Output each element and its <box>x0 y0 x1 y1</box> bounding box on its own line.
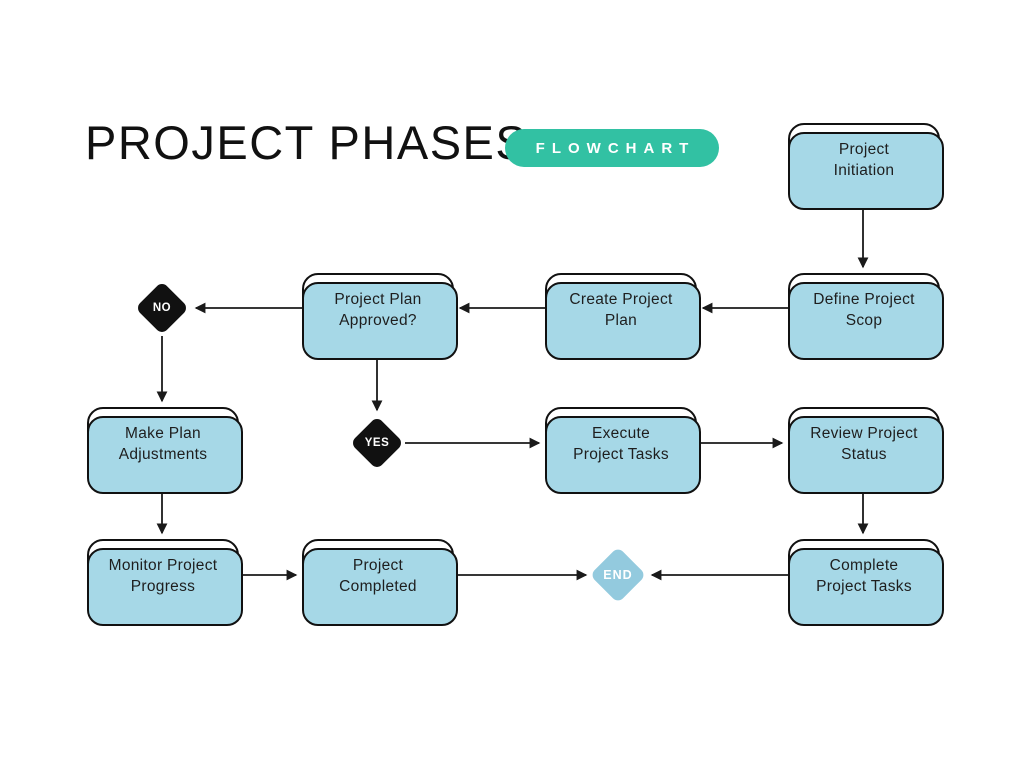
node-project-initiation-label: Project Initiation <box>833 141 895 179</box>
decision-no-label: NO <box>152 302 172 314</box>
flowchart-badge: FLOWCHART <box>505 129 719 167</box>
node-define-project-scope: Define Project Scop <box>788 273 944 360</box>
node-monitor-project-progress: Monitor Project Progress <box>87 539 243 626</box>
node-project-completed: Project Completed <box>302 539 458 626</box>
end-label: END <box>603 568 633 582</box>
node-define-project-scope-label: Define Project Scop <box>813 291 915 329</box>
node-make-plan-adjustments: Make Plan Adjustments <box>87 407 243 494</box>
node-create-project-plan-label: Create Project Plan <box>569 291 673 329</box>
node-project-completed-label: Project Completed <box>339 557 417 595</box>
node-execute-project-tasks: Execute Project Tasks <box>545 407 701 494</box>
end-diamond: END <box>589 546 647 604</box>
node-project-plan-approved-label: Project Plan Approved? <box>334 291 422 329</box>
decision-yes-label: YES <box>364 437 390 449</box>
decision-yes-diamond: YES <box>350 416 404 470</box>
node-execute-project-tasks-label: Execute Project Tasks <box>573 425 669 463</box>
node-review-project-status: Review Project Status <box>788 407 944 494</box>
page-title: PROJECT PHASES <box>85 116 529 169</box>
node-make-plan-adjustments-label: Make Plan Adjustments <box>118 425 208 463</box>
node-project-initiation: Project Initiation <box>788 123 944 210</box>
decision-no-diamond: NO <box>135 281 189 335</box>
node-create-project-plan: Create Project Plan <box>545 273 701 360</box>
node-complete-project-tasks: Complete Project Tasks <box>788 539 944 626</box>
node-review-project-status-label: Review Project Status <box>810 425 918 463</box>
node-project-plan-approved: Project Plan Approved? <box>302 273 458 360</box>
node-monitor-project-progress-label: Monitor Project Progress <box>108 557 218 595</box>
node-complete-project-tasks-label: Complete Project Tasks <box>816 557 912 595</box>
